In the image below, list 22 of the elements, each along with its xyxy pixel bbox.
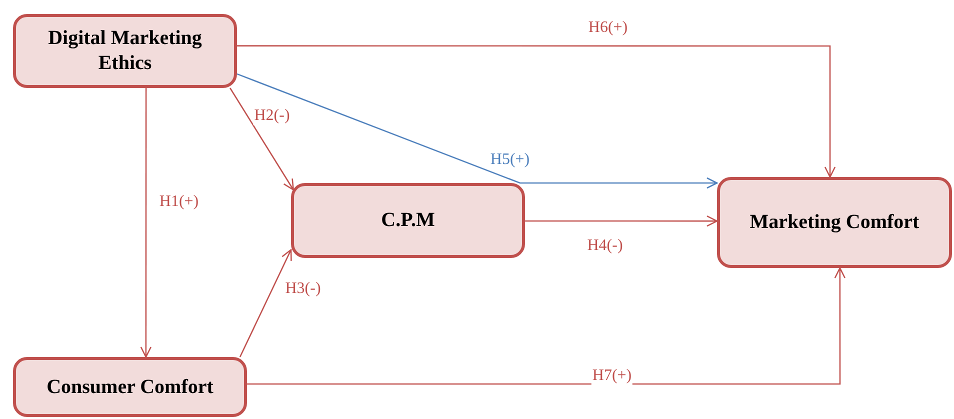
edge-label: H6(+): [587, 19, 629, 37]
construct-label: Consumer Comfort: [46, 374, 214, 400]
arrow: [239, 249, 292, 358]
edge-label: H1(+): [158, 193, 200, 211]
construct-box: [291, 183, 525, 258]
construct-box: [13, 14, 237, 88]
edge-label: H4(-): [586, 237, 624, 255]
arrow: [237, 45, 836, 178]
construct-label: C.P.M: [381, 208, 435, 233]
construct-label: Digital Marketing Ethics: [47, 26, 203, 76]
edge-label: H3(-): [284, 280, 322, 298]
arrow: [525, 215, 718, 227]
arrow: [236, 73, 718, 189]
arrow: [247, 267, 846, 385]
construct-box: [717, 177, 952, 268]
edge-label: H7(+): [591, 367, 633, 385]
arrow: [140, 88, 152, 358]
arrow: [230, 88, 294, 190]
edge-label: H5(+): [489, 151, 531, 169]
edge-label: H2(-): [253, 107, 291, 125]
construct-box: [13, 357, 247, 417]
construct-label: Marketing Comfort: [750, 210, 920, 235]
